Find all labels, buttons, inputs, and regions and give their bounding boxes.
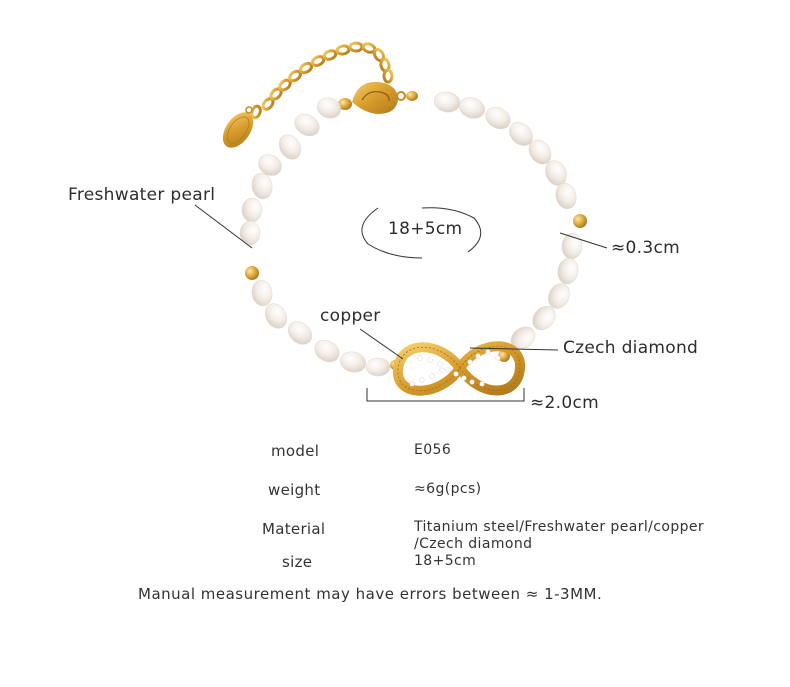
length-badge-outline bbox=[361, 207, 482, 259]
infinity-charm bbox=[393, 341, 525, 396]
label-length-badge: 18+5cm bbox=[388, 219, 463, 239]
spec-key-size: size bbox=[282, 553, 313, 571]
lobster-clasp bbox=[338, 81, 418, 114]
label-bead-size: ≈0.3cm bbox=[611, 238, 680, 258]
spec-key-model: model bbox=[271, 442, 320, 460]
spec-value-weight: ≈6g(pcs) bbox=[414, 481, 482, 497]
spec-value-material: Titanium steel/Freshwater pearl/copper bbox=[414, 519, 705, 535]
pearl-strand bbox=[239, 91, 583, 377]
measurement-note: Manual measurement may have errors betwe… bbox=[138, 585, 603, 603]
logo-tag bbox=[222, 106, 254, 148]
callout-lines bbox=[194, 204, 608, 402]
spec-value-size: 18+5cm bbox=[414, 553, 477, 569]
spec-value-model: E056 bbox=[414, 442, 452, 458]
spec-key-material: Material bbox=[262, 520, 326, 538]
label-czech-diamond: Czech diamond bbox=[563, 338, 699, 358]
spec-key-weight: weight bbox=[268, 481, 321, 499]
spec-value-material-line2: /Czech diamond bbox=[414, 536, 533, 552]
label-charm-size: ≈2.0cm bbox=[530, 393, 599, 413]
extension-chain bbox=[250, 41, 394, 120]
bracelet-illustration bbox=[194, 41, 608, 402]
label-copper: copper bbox=[320, 306, 381, 326]
label-freshwater-pearl: Freshwater pearl bbox=[68, 185, 216, 205]
